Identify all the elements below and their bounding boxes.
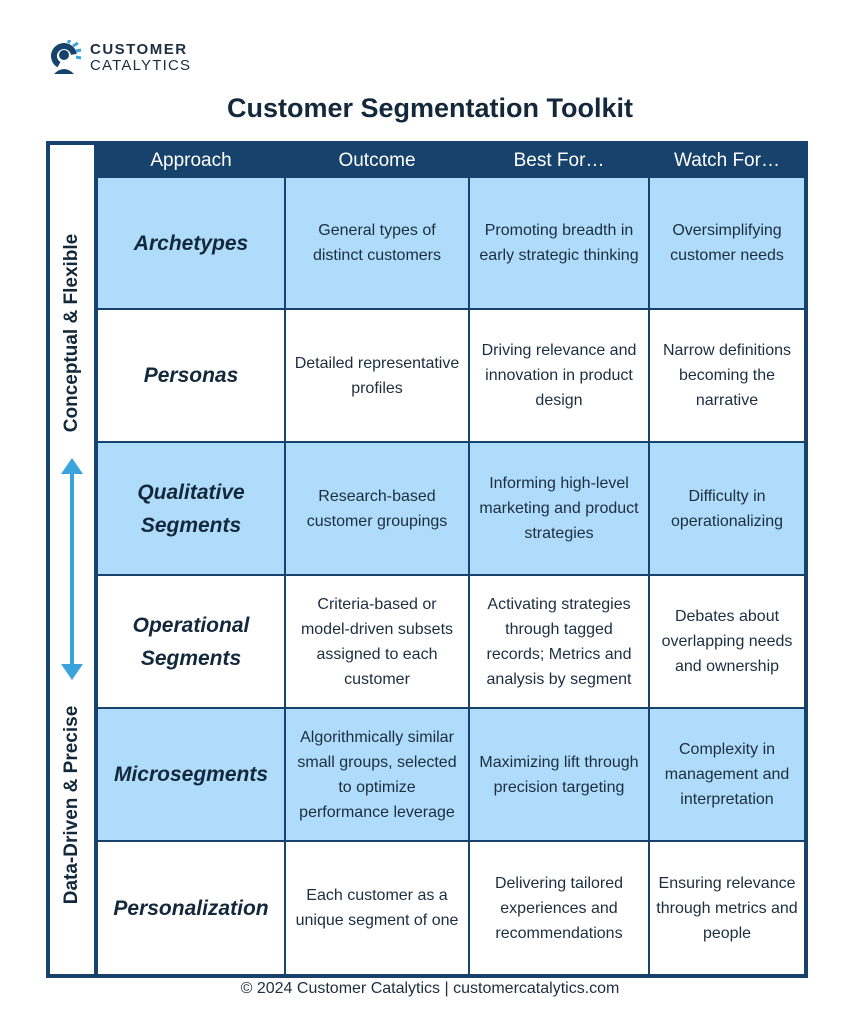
brand-name-line1: CUSTOMER [90,41,188,58]
row-watch-for: Oversimplifying customer needs [650,178,804,308]
footer-copyright: © 2024 Customer Catalytics | customercat… [240,980,620,997]
row-best-for: Promoting breadth in early strategic thi… [470,178,648,308]
double-arrow-icon [61,458,83,680]
row-approach: Microsegments [98,709,284,840]
row-best-for: Informing high-level marketing and produ… [470,443,648,574]
row-outcome: Research-based customer groupings [286,443,468,574]
row-best-for: Activating strategies through tagged rec… [470,576,648,707]
row-approach: Personalization [98,842,284,974]
row-outcome: Criteria-based or model-driven subsets a… [286,576,468,707]
row-watch-for: Ensuring relevance through metrics and p… [650,842,804,974]
row-approach: Archetypes [98,178,284,308]
row-watch-for: Difficulty in operationalizing [650,443,804,574]
column-header-watch-for: Watch For… [674,150,780,171]
row-watch-for: Debates about overlapping needs and owne… [650,576,804,707]
row-outcome: Detailed representative profiles [286,310,468,441]
row-best-for: Maximizing lift through precision target… [470,709,648,840]
row-approach: Operational Segments [98,576,284,707]
axis-label-top: Conceptual & Flexible [61,233,82,433]
brand-name-line2: CATALYTICS [90,57,192,74]
row-outcome: Each customer as a unique segment of one [286,842,468,974]
axis-label-bottom: Data-Driven & Precise [61,705,82,905]
column-header-outcome: Outcome [338,150,416,171]
brand-logo: CUSTOMER CATALYTICS [46,40,191,76]
row-watch-for: Narrow definitions becoming the narrativ… [650,310,804,441]
row-best-for: Delivering tailored experiences and reco… [470,842,648,974]
logo-icon [51,40,82,74]
row-approach: Qualitative Segments [98,443,284,574]
row-outcome: Algorithmically similar small groups, se… [286,709,468,840]
column-header-approach: Approach [150,150,232,171]
row-watch-for: Complexity in management and interpretat… [650,709,804,840]
page-title: Customer Segmentation Toolkit [226,93,634,123]
column-header-best-for: Best For… [513,150,605,171]
row-approach: Personas [98,310,284,441]
row-outcome: General types of distinct customers [286,178,468,308]
row-best-for: Driving relevance and innovation in prod… [470,310,648,441]
